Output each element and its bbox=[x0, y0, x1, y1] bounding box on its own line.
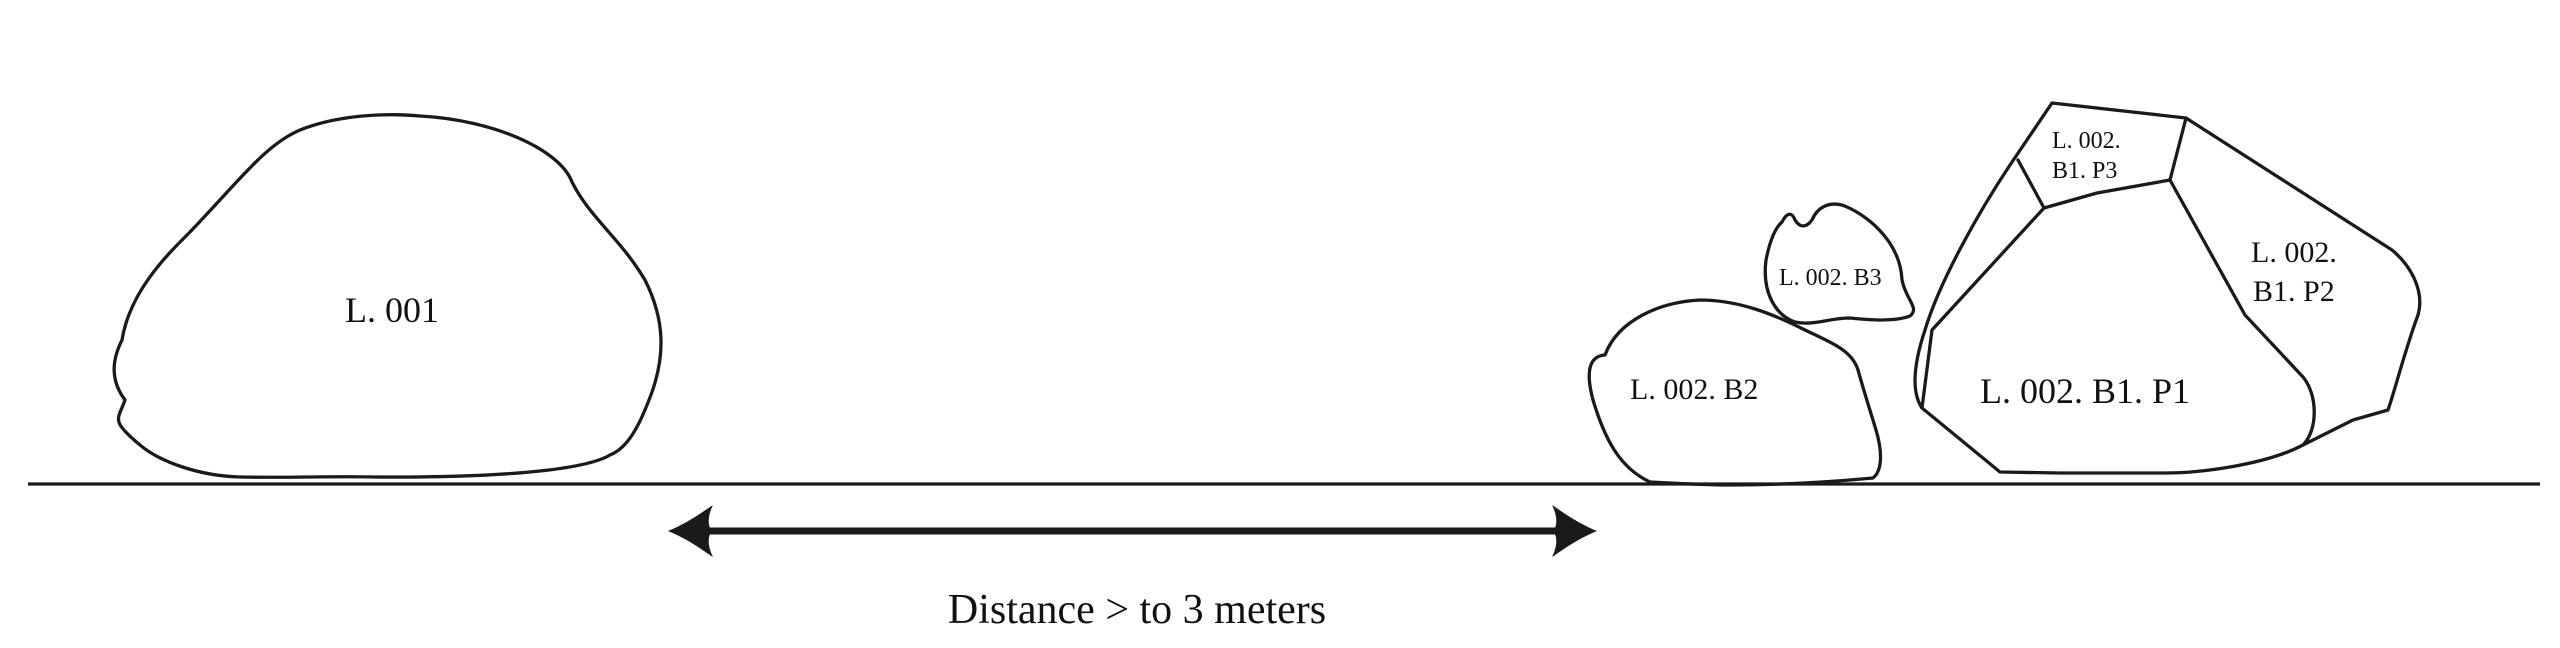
stone-l002-b1-p1-left-edge bbox=[1920, 206, 2046, 410]
distance-caption: Distance > to 3 meters bbox=[948, 587, 1326, 633]
label-l002-b1-p2-line1: L. 002. bbox=[2251, 236, 2337, 269]
label-l002-b1-p1: L. 002. B1. P1 bbox=[1980, 371, 2190, 411]
label-l002-b3: L. 002. B3 bbox=[1779, 265, 1882, 291]
distance-arrow-right-head bbox=[1552, 505, 1597, 557]
stone-l001-outline bbox=[112, 113, 663, 479]
stone-l002-b1-outer-outline bbox=[1913, 101, 2422, 475]
distance-arrow-left-head bbox=[668, 505, 713, 557]
label-l002-b1-p3-line1: L. 002. bbox=[2052, 128, 2121, 154]
label-l002-b2: L. 002. B2 bbox=[1630, 373, 1758, 406]
label-l001: L. 001 bbox=[345, 290, 439, 330]
stone-l002-b1-p3-boundary bbox=[2016, 116, 2188, 210]
label-l002-b1-p3-line2: B1. P3 bbox=[2052, 158, 2117, 184]
stone-l002-b2-outline bbox=[1587, 298, 1883, 487]
stone-l002-b1-p1-p2-boundary bbox=[2168, 178, 2316, 447]
stone-l002-b3-outline bbox=[1763, 202, 1916, 325]
label-l002-b1-p2-line2: B1. P2 bbox=[2253, 275, 2335, 308]
